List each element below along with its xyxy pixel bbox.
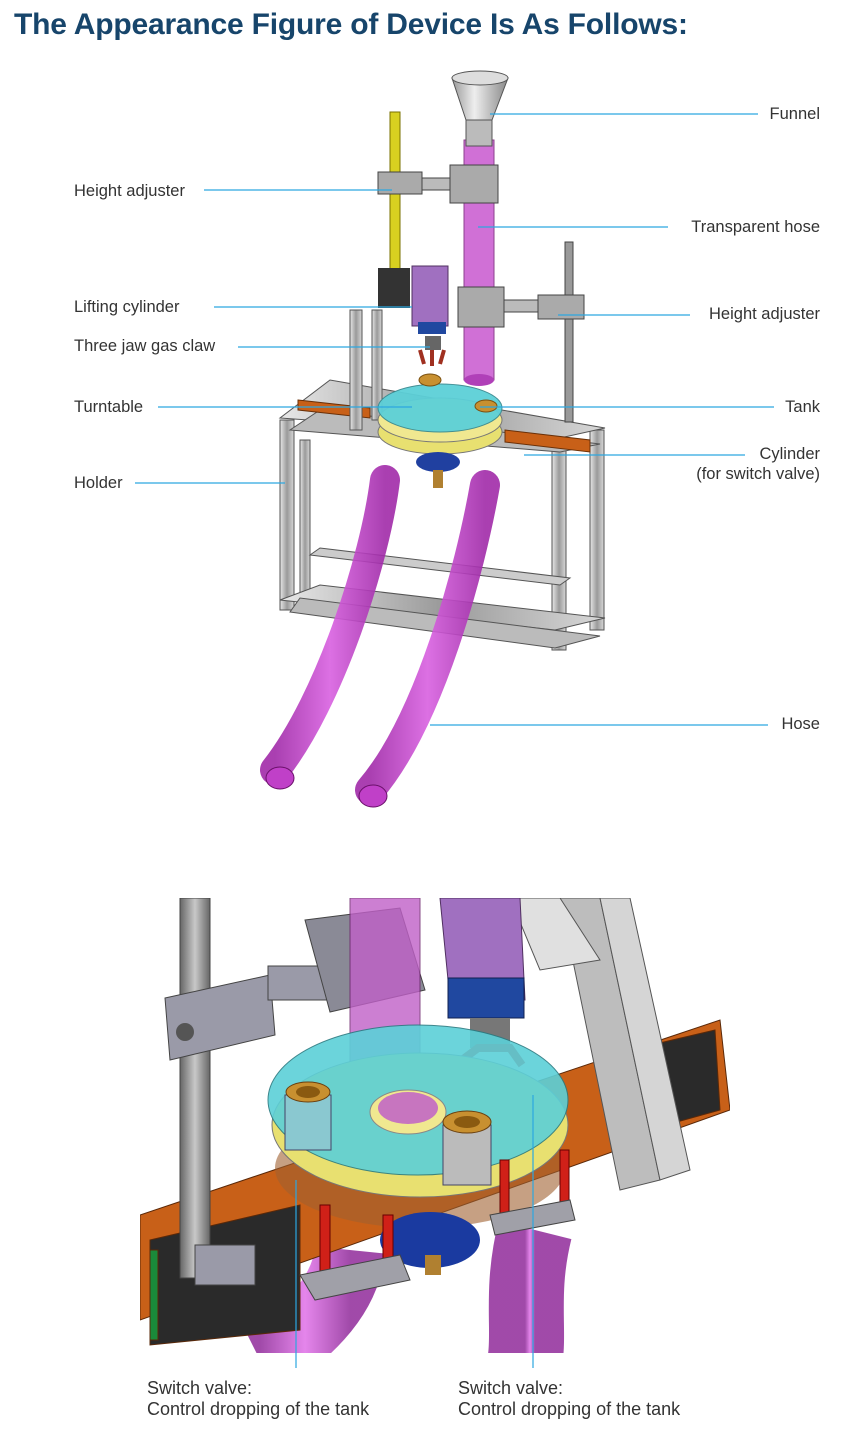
closeup-height-adjuster bbox=[164, 898, 426, 1286]
three-jaw-gas-claw bbox=[418, 336, 446, 366]
label-height-adjuster-left: Height adjuster bbox=[74, 182, 185, 200]
label-three-jaw-gas-claw: Three jaw gas claw bbox=[74, 337, 216, 355]
label-transparent-hose: Transparent hose bbox=[691, 218, 820, 236]
closeup-transparent-hose bbox=[349, 898, 421, 1119]
label-holder: Holder bbox=[74, 474, 123, 492]
closeup-switch-valve bbox=[319, 1149, 570, 1276]
caption-right-title: Switch valve: bbox=[458, 1378, 564, 1398]
label-cylinder: Cylinder bbox=[759, 445, 820, 463]
caption-left-title: Switch valve: bbox=[147, 1378, 253, 1398]
label-height-adjuster-right: Height adjuster bbox=[709, 305, 820, 323]
closeup-frame bbox=[509, 898, 691, 1191]
closeup-plate bbox=[299, 1199, 576, 1301]
label-hose: Hose bbox=[781, 715, 820, 733]
label-cylinder-note: (for switch valve) bbox=[696, 465, 820, 483]
page-title: The Appearance Figure of Device Is As Fo… bbox=[14, 8, 688, 41]
closeup-leader-lines bbox=[295, 1095, 534, 1368]
label-funnel: Funnel bbox=[769, 105, 820, 123]
caption-right-text: Control dropping of the tank bbox=[458, 1399, 681, 1419]
closeup-lifting-cylinder bbox=[439, 898, 526, 1068]
label-turntable: Turntable bbox=[74, 398, 144, 416]
closeup-rail bbox=[140, 1019, 730, 1346]
height-adjuster-right bbox=[457, 241, 585, 423]
device-3d-view bbox=[135, 70, 774, 808]
hose bbox=[260, 465, 500, 808]
tank bbox=[418, 373, 498, 413]
upright-posts bbox=[349, 309, 383, 431]
closeup-tank bbox=[284, 1081, 492, 1186]
height-adjuster-left bbox=[377, 111, 499, 293]
closeup-hose bbox=[243, 1220, 572, 1353]
label-lifting-cylinder: Lifting cylinder bbox=[74, 298, 180, 316]
label-tank: Tank bbox=[785, 398, 820, 416]
turntable bbox=[377, 383, 503, 488]
leader-lines bbox=[135, 113, 774, 726]
lifting-cylinder bbox=[378, 265, 449, 334]
closeup-turntable bbox=[267, 1024, 569, 1275]
funnel bbox=[451, 70, 509, 147]
caption-left-text: Control dropping of the tank bbox=[147, 1399, 370, 1419]
